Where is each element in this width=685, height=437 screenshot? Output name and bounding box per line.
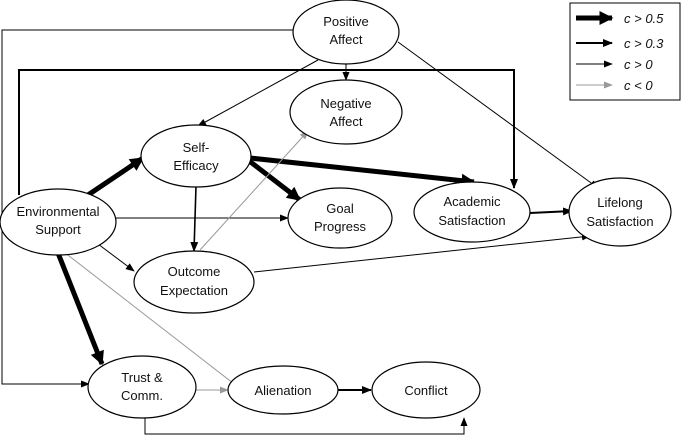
edge-environmental-support-to-alienation — [63, 251, 239, 388]
node-trust-comm: Trust & Comm. — [87, 355, 197, 419]
node-label: Environmental — [16, 204, 99, 219]
legend-item-medium: c > 0.3 — [576, 36, 664, 51]
edge-environmental-support-to-self-efficacy — [86, 155, 145, 198]
node-label: Outcome — [168, 264, 221, 279]
node-label: Satisfaction — [586, 214, 653, 229]
edges — [1, 29, 599, 435]
node-label: Lifelong — [597, 195, 643, 210]
edge-self-efficacy-to-goal-progress — [246, 158, 302, 202]
legend-item-negative: c < 0 — [576, 78, 653, 93]
node-self-efficacy: Self- Efficacy — [140, 124, 252, 188]
node-label: Conflict — [404, 383, 448, 398]
legend-label: c > 0 — [624, 57, 653, 72]
node-negative-affect: Negative Affect — [289, 79, 403, 145]
node-label: Goal — [326, 201, 354, 216]
node-lifelong-satisfaction: Lifelong Satisfaction — [568, 177, 672, 247]
edge-academic-satisfaction-to-lifelong-satisfaction — [529, 207, 573, 216]
node-label: Positive — [323, 14, 369, 29]
edge-outcome-expectation-to-negative-affect — [199, 130, 309, 251]
legend: c > 0.5 c > 0.3 c > 0 c < 0 — [569, 2, 681, 101]
edge-self-efficacy-to-academic-satisfaction — [249, 155, 476, 188]
edge-outcome-expectation-to-lifelong-satisfaction — [253, 233, 591, 273]
node-conflict: Conflict — [371, 361, 481, 419]
edge-environmental-support-to-trust-comm — [55, 252, 105, 366]
node-label: Comm. — [121, 388, 163, 403]
node-label: Support — [35, 222, 81, 237]
node-label: Efficacy — [173, 158, 219, 173]
node-label: Satisfaction — [438, 213, 505, 228]
node-alienation: Alienation — [227, 365, 339, 415]
node-label: Academic — [443, 194, 501, 209]
edge-positive-affect-to-trust-comm — [1, 29, 296, 388]
node-label: Self- — [183, 140, 210, 155]
node-environmental-support: Environmental Support — [0, 188, 117, 256]
node-label: Negative — [320, 96, 371, 111]
legend-label: c < 0 — [624, 78, 653, 93]
edge-self-efficacy-to-outcome-expectation — [190, 185, 199, 252]
node-goal-progress: Goal Progress — [287, 187, 393, 249]
node-label: Progress — [314, 219, 367, 234]
edge-trust-comm-to-conflict — [144, 416, 468, 435]
legend-item-heavy: c > 0.5 — [576, 11, 664, 26]
nodes: Positive Affect Negative Affect Self- Ef… — [0, 0, 672, 419]
edge-positive-affect-to-lifelong-satisfaction — [397, 41, 599, 189]
node-label: Affect — [329, 114, 362, 129]
legend-label: c > 0.5 — [624, 11, 664, 26]
node-label: Expectation — [160, 283, 228, 298]
legend-item-thin: c > 0 — [576, 57, 653, 72]
node-academic-satisfaction: Academic Satisfaction — [413, 181, 531, 243]
node-outcome-expectation: Outcome Expectation — [133, 250, 255, 314]
legend-label: c > 0.3 — [624, 36, 664, 51]
node-positive-affect: Positive Affect — [292, 0, 400, 65]
node-label: Trust & — [121, 370, 163, 385]
node-label: Alienation — [254, 383, 311, 398]
edge-environmental-support-to-academic-satisfaction — [18, 69, 518, 195]
node-label: Affect — [329, 32, 362, 47]
